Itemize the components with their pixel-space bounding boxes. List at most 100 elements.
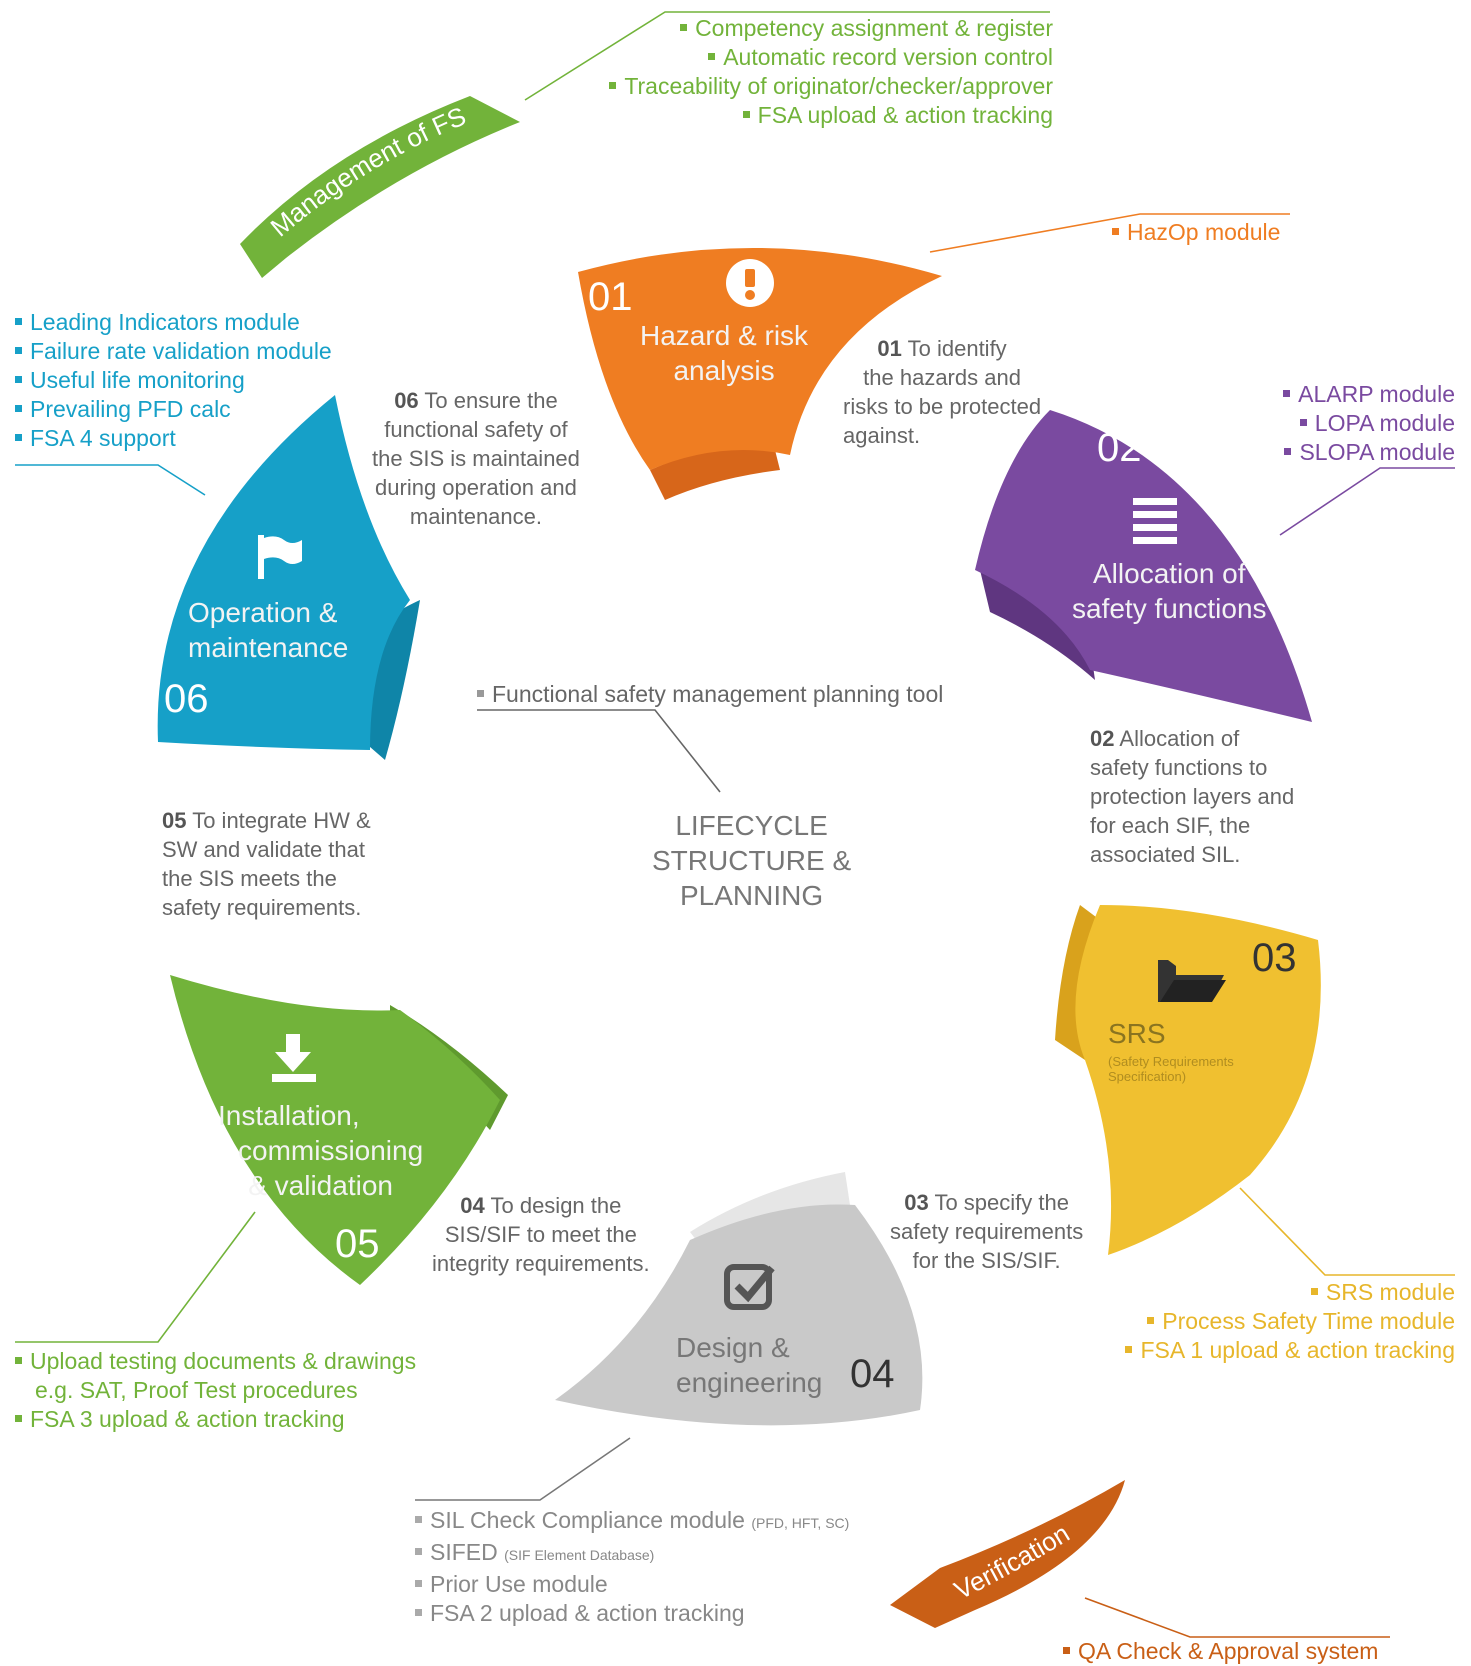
fs-module-list: Competency assignment & register Automat… xyxy=(609,14,1053,130)
module-item: Leading Indicators module xyxy=(15,308,332,337)
flag-icon xyxy=(258,535,302,579)
leader-line-srs xyxy=(1239,1187,1455,1276)
leader-line-operation xyxy=(15,464,206,496)
stage-03-title: SRS (Safety Requirements Specification) xyxy=(1108,1018,1234,1084)
stage-04-shape xyxy=(555,1172,923,1426)
module-label: SIFED xyxy=(430,1539,498,1565)
leader-line-verification xyxy=(1084,1597,1390,1638)
desc-number: 06 xyxy=(394,388,419,413)
module-item: FSA 1 upload & action tracking xyxy=(1125,1336,1455,1365)
module-item: e.g. SAT, Proof Test procedures xyxy=(15,1376,416,1405)
srs-module-list: SRS module Process Safety Time module FS… xyxy=(1125,1278,1455,1365)
list-icon xyxy=(1133,498,1177,544)
stage-06-title-line: maintenance xyxy=(188,632,349,663)
desc-line: safety functions to xyxy=(1090,755,1268,780)
center-title-line: PLANNING xyxy=(679,880,824,911)
leader-line-install xyxy=(15,1211,256,1343)
desc-line: during operation and xyxy=(375,475,577,500)
desc-line: maintenance. xyxy=(409,504,542,529)
desc-number: 03 xyxy=(904,1190,929,1215)
desc-text: To identify xyxy=(907,336,1007,361)
module-label: Competency assignment & register xyxy=(695,15,1053,41)
stage-04-number: 04 xyxy=(850,1352,895,1396)
desc-line: functional safety of xyxy=(384,417,568,442)
stage-04-title-line: engineering xyxy=(676,1367,823,1398)
module-item: QA Check & Approval system xyxy=(1063,1637,1378,1666)
stage-05-title: Installation, commissioning & validation xyxy=(218,1098,423,1203)
desc-line: 04 To design the xyxy=(432,1191,650,1220)
module-label: e.g. SAT, Proof Test procedures xyxy=(35,1377,358,1403)
stage-06-title: Operation & maintenance xyxy=(188,595,348,665)
stage-02-title: Allocation of safety functions xyxy=(1072,556,1267,626)
stage-06-number: 06 xyxy=(164,677,209,721)
module-item: Process Safety Time module xyxy=(1125,1307,1455,1336)
stage-01-number: 01 xyxy=(588,275,633,319)
desc-line: the SIS meets the xyxy=(162,866,337,891)
center-title-line: LIFECYCLE xyxy=(675,810,828,841)
stage-06-description: 06 To ensure the functional safety of th… xyxy=(372,386,580,531)
stage-01-description: 01 To identify the hazards and risks to … xyxy=(843,334,1041,450)
desc-text: To ensure the xyxy=(424,388,558,413)
module-item: LOPA module xyxy=(1283,409,1455,438)
verification-module-list: QA Check & Approval system xyxy=(1063,1637,1378,1666)
module-label: Automatic record version control xyxy=(723,44,1053,70)
module-label: Failure rate validation module xyxy=(30,338,332,364)
leader-line-hazop xyxy=(929,213,1290,253)
download-icon xyxy=(272,1034,316,1082)
leader-line-design xyxy=(415,1437,631,1501)
module-item: SLOPA module xyxy=(1283,438,1455,467)
desc-line: SIS/SIF to meet the xyxy=(444,1222,637,1247)
stage-02-title-line: Allocation of xyxy=(1093,558,1246,589)
stage-02-description: 02 Allocation of safety functions to pro… xyxy=(1090,724,1294,869)
leader-line-fs xyxy=(524,11,1050,101)
stage-01-title: Hazard & risk analysis xyxy=(640,318,808,388)
module-label: Prevailing PFD calc xyxy=(30,396,231,422)
module-sublabel: (PFD, HFT, SC) xyxy=(751,1515,850,1531)
management-arrow xyxy=(240,96,520,278)
desc-line: 06 To ensure the xyxy=(372,386,580,415)
alloc-module-list: ALARP module LOPA module SLOPA module xyxy=(1283,380,1455,467)
stage-04-description: 04 To design the SIS/SIF to meet the int… xyxy=(432,1191,650,1278)
module-label: FSA 4 support xyxy=(30,425,176,451)
module-label: Prior Use module xyxy=(430,1571,608,1597)
operation-module-list: Leading Indicators module Failure rate v… xyxy=(15,308,332,453)
desc-number: 04 xyxy=(460,1193,485,1218)
module-item: Traceability of originator/checker/appro… xyxy=(609,72,1053,101)
module-item: FSA 3 upload & action tracking xyxy=(15,1405,416,1434)
module-item: SIFED (SIF Element Database) xyxy=(415,1538,849,1570)
stage-03-subtitle-line: (Safety Requirements xyxy=(1108,1054,1234,1069)
desc-number: 01 xyxy=(877,336,902,361)
install-module-list: Upload testing documents & drawings e.g.… xyxy=(15,1347,416,1434)
stage-05-title-line: & validation xyxy=(248,1170,393,1201)
module-item: Prevailing PFD calc xyxy=(15,395,332,424)
desc-line: for each SIF, the xyxy=(1090,813,1251,838)
stage-04-title-line: Design & xyxy=(676,1332,790,1363)
module-label: ALARP module xyxy=(1298,381,1455,407)
planning-tool-label: Functional safety management planning to… xyxy=(477,680,943,709)
stage-05-number: 05 xyxy=(335,1222,380,1266)
design-module-list: SIL Check Compliance module (PFD, HFT, S… xyxy=(415,1506,849,1628)
module-item: Automatic record version control xyxy=(609,43,1053,72)
center-title: LIFECYCLE STRUCTURE & PLANNING xyxy=(652,808,851,913)
module-label: FSA 3 upload & action tracking xyxy=(30,1406,345,1432)
stage-02-number: 02 xyxy=(1097,426,1142,470)
stage-06-title-line: Operation & xyxy=(188,597,338,628)
desc-line: for the SIS/SIF. xyxy=(912,1248,1061,1273)
management-arrow-text: Management of FS xyxy=(265,101,471,243)
planning-tool-text: Functional safety management planning to… xyxy=(492,681,944,707)
desc-line: 05 To integrate HW & xyxy=(162,806,371,835)
module-sublabel: (SIF Element Database) xyxy=(504,1547,655,1563)
stage-01-title-line: Hazard & risk xyxy=(640,320,809,351)
module-label: FSA upload & action tracking xyxy=(757,102,1053,128)
module-item: ALARP module xyxy=(1283,380,1455,409)
stage-04-title: Design & engineering xyxy=(676,1330,822,1400)
module-label: HazOp module xyxy=(1127,219,1281,245)
desc-line: the hazards and xyxy=(863,365,1021,390)
folder-icon xyxy=(1158,960,1226,1002)
module-label: Leading Indicators module xyxy=(30,309,300,335)
desc-number: 05 xyxy=(162,808,187,833)
desc-number: 02 xyxy=(1090,726,1115,751)
desc-text: To specify the xyxy=(934,1190,1069,1215)
